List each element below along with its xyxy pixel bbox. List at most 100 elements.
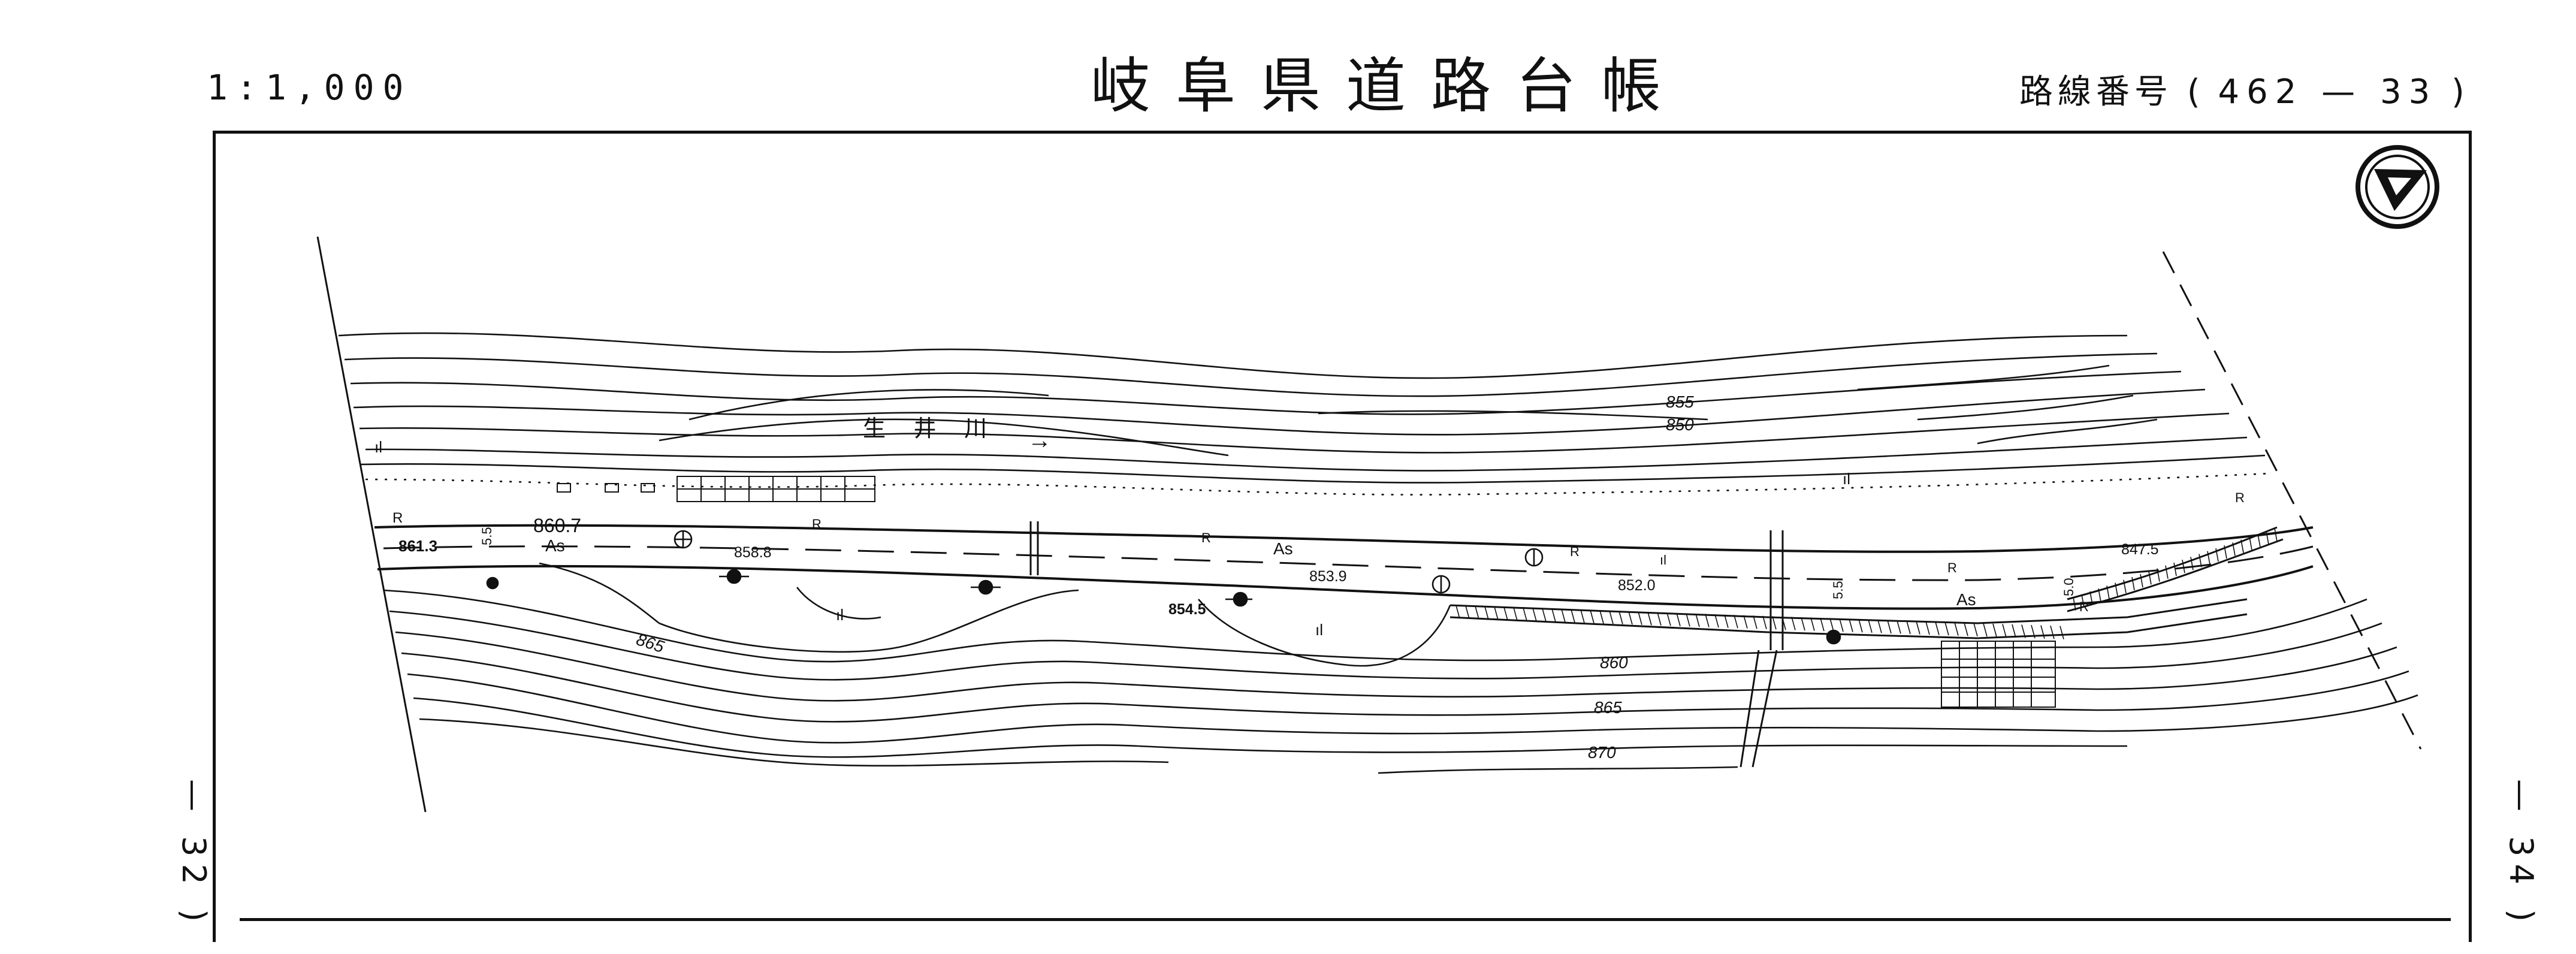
retaining-mark: R	[392, 510, 403, 526]
spot-height: 853.9	[1309, 568, 1347, 585]
wall-hatch-line	[1647, 612, 1652, 626]
wall-hatch-line	[2240, 539, 2244, 553]
wall-hatch-line	[2081, 594, 2085, 608]
culverts	[1029, 521, 1784, 768]
wall-hatch-line	[1944, 621, 1949, 636]
route-number-close-paren: )	[2451, 73, 2468, 111]
wall-hatch-line	[2215, 548, 2219, 562]
wall-hatch-line	[1686, 613, 1690, 627]
building-grid-south	[1941, 641, 2056, 708]
retaining-wall-hatching	[1455, 528, 2278, 639]
wall-hatch-line	[1628, 611, 1633, 625]
wall-hatch-line	[1484, 606, 1489, 620]
wall-hatch-line	[1638, 611, 1642, 625]
route-number-label: 路線番号	[2019, 73, 2173, 111]
wall-hatch-line	[1935, 621, 1940, 635]
route-number-value: 462 — 33	[2218, 73, 2438, 111]
wall-hatch-line	[2002, 624, 2007, 638]
wall-hatch-line	[1896, 620, 1901, 634]
wall-hatch-line	[1753, 615, 1757, 629]
road-width-label: 5.0	[2061, 578, 2076, 596]
wall-hatch-line	[2140, 574, 2143, 588]
river-arrow-icon: →	[1028, 427, 1052, 454]
road	[374, 524, 2314, 624]
next-sheet-link[interactable]: — 34 )	[2502, 779, 2540, 929]
route-number-open-paren: (	[2187, 73, 2204, 111]
north-arrow-icon	[2355, 145, 2439, 229]
road-width-label: 5.5	[479, 527, 494, 545]
contour-label: 850	[1666, 415, 1694, 434]
wall-hatch-line	[1887, 620, 1892, 634]
wall-hatch-line	[2123, 579, 2127, 593]
wall-hatch-line	[1925, 621, 1930, 635]
wall-hatch-line	[1916, 621, 1920, 635]
wall-hatch-line	[2040, 625, 2045, 639]
wall-hatch-line	[1618, 611, 1623, 624]
retaining-mark: R	[2235, 490, 2245, 505]
wall-hatch-line	[1455, 605, 1460, 619]
wall-hatch-line	[1523, 607, 1527, 621]
wall-hatch-line	[1609, 610, 1614, 624]
wall-hatch-line	[1791, 617, 1796, 630]
vegetation-mark: ıl	[1843, 470, 1850, 488]
wall-hatch-line	[1551, 608, 1556, 623]
wall-hatch-line	[1973, 623, 1978, 637]
wall-hatch-line	[1571, 609, 1575, 623]
wall-hatch-line	[1801, 617, 1805, 631]
wall-hatch-line	[1820, 617, 1825, 632]
spot-height: 847.5	[2121, 541, 2159, 558]
wall-hatch-line	[1494, 606, 1499, 620]
road-surface-label: As	[545, 536, 565, 555]
wall-hatch-line	[2232, 542, 2236, 556]
wall-hatch-line	[1475, 606, 1479, 620]
wall-hatch-line	[1858, 619, 1863, 633]
wall-hatch-line	[2198, 554, 2202, 567]
contour-lines-south	[383, 587, 2418, 774]
map-scale: 1:1,000	[207, 67, 412, 108]
wall-hatch-line	[1657, 612, 1662, 626]
wall-hatch-line	[1590, 609, 1594, 624]
wall-hatch-line	[1695, 613, 1700, 627]
route-number: 路線番号 ( 462 — 33 )	[2019, 65, 2468, 113]
wall-hatch-line	[2050, 625, 2055, 639]
wall-hatch-line	[1839, 618, 1844, 632]
wall-hatch-line	[2274, 528, 2278, 542]
wall-hatch-line	[1676, 612, 1681, 627]
wall-hatch-line	[2157, 568, 2160, 582]
wall-hatch-line	[1503, 606, 1508, 621]
wall-hatch-line	[2073, 597, 2076, 611]
wall-hatch-line	[2012, 624, 2016, 638]
vegetation-mark: ıl	[1315, 621, 1323, 639]
building-grid-north	[557, 476, 875, 502]
retaining-mark: R	[1947, 560, 1957, 575]
contour-lines-north	[338, 332, 2248, 472]
wall-hatch-line	[2266, 531, 2269, 545]
vegetation-mark: ıl	[1660, 553, 1666, 567]
wall-hatch-line	[1992, 623, 1997, 638]
wall-hatch-line	[1734, 614, 1738, 629]
wall-hatch-line	[1868, 619, 1873, 633]
wall-hatch-line	[2031, 624, 2036, 639]
river	[359, 454, 2272, 496]
wall-hatch-line	[1877, 620, 1882, 633]
wall-hatch-line	[1983, 623, 1988, 637]
previous-sheet-link[interactable]: — 32 )	[175, 779, 213, 929]
retaining-mark: R	[1570, 544, 1580, 559]
wall-hatch-line	[1849, 618, 1853, 632]
spot-height: 854.5	[1168, 601, 1206, 618]
vegetation-mark: ıl	[375, 438, 382, 456]
wall-hatch-line	[1810, 617, 1815, 631]
wall-hatch-line	[1542, 608, 1547, 622]
contour-label: 860	[1600, 653, 1628, 672]
page-title: 岐阜県道路台帳	[1091, 51, 1686, 121]
wall-hatch-line	[1964, 623, 1968, 636]
lower-sheet-frame	[240, 918, 2451, 954]
wall-hatch-line	[2089, 591, 2093, 605]
road-surface-label: As	[1273, 539, 1293, 558]
wall-hatch-line	[1532, 608, 1537, 621]
wall-hatch-line	[1724, 614, 1729, 628]
wall-hatch-line	[2131, 576, 2135, 591]
wall-hatch-line	[2106, 585, 2110, 599]
sheet-boundary-lines	[316, 236, 2422, 813]
map-frame	[213, 131, 2472, 942]
